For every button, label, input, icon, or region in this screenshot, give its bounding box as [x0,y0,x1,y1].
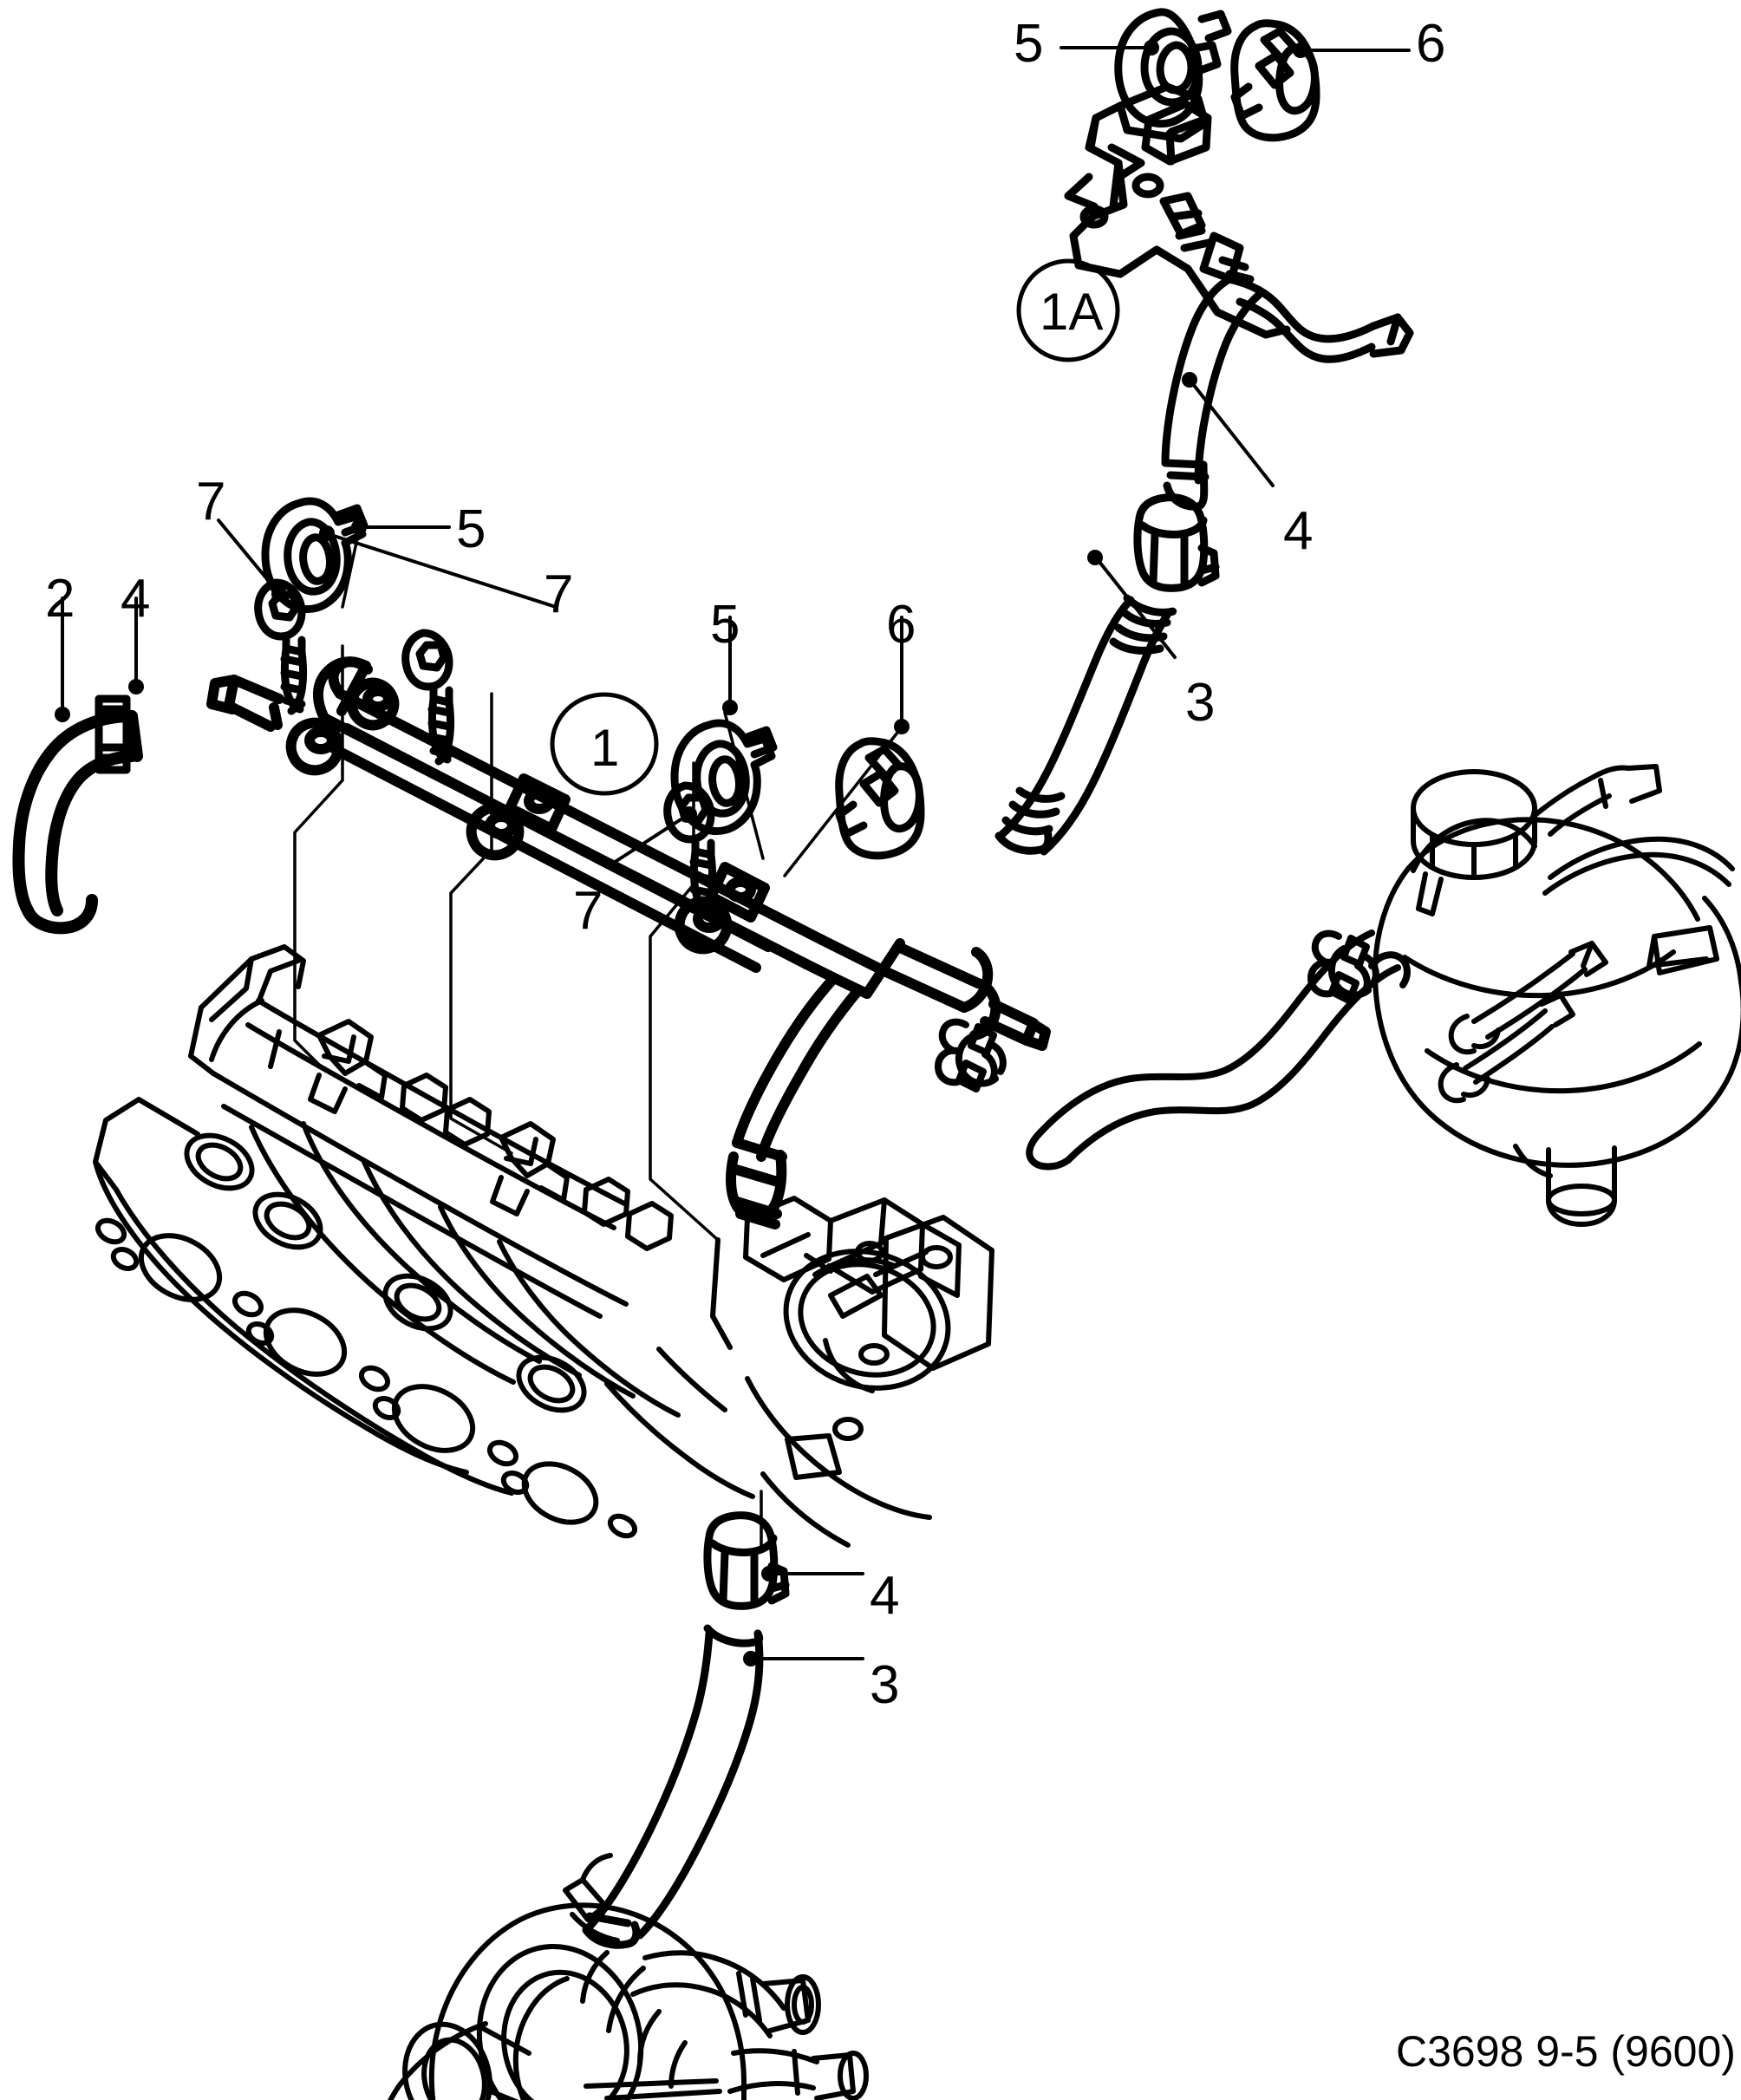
diagram-caption: C3698 9-5 (9600) [1396,2027,1736,2076]
callout-4-left: 4 [121,569,151,629]
callout-7-lower: 7 [573,881,603,941]
thermostat-housing [388,1853,869,2100]
callout-3-upper: 3 [1185,673,1216,733]
hose-clamp-round-center [670,719,778,836]
callout-5-center: 5 [710,595,740,655]
callout-5-top: 5 [1014,14,1044,74]
engine-cylinder-head [93,944,755,1539]
hose-clamp-round-left [261,497,368,614]
callout-6-center: 6 [886,595,916,655]
mounting-bolt-left [254,578,307,715]
hose-clamp-spring-center [835,737,925,860]
callout-7-left: 7 [196,472,226,532]
callout-2-left: 2 [45,569,75,629]
expansion-tank-hose [1026,929,1411,1171]
callout-4-upper: 4 [1283,501,1314,561]
callout-6-top: 6 [1416,14,1446,74]
callout-7-center: 7 [544,564,574,624]
callout-4-lower-text: 4 [870,1566,900,1626]
hose-connector-sleeve-left [95,695,131,774]
group-label-1a: 1A [1040,283,1104,341]
hose-connector-sleeve-lower [703,1511,790,1610]
hose-connector-sleeve-upper [1133,493,1220,592]
hose-clamp-spring-top [1230,19,1320,142]
group-label-1: 1 [590,719,620,777]
callout-3-lower: 3 [870,1655,900,1715]
expansion-tank [1373,764,1741,1227]
leader-lines [55,40,1411,1666]
coolant-pipe-assembly [206,656,1051,1229]
callout-5-left: 5 [456,499,486,559]
coolant-hose-lower [582,1624,764,1949]
coolant-pipe-with-bracket [1064,82,1414,511]
throttle-body-flange [743,1196,994,1548]
retaining-clip-center [935,1018,1007,1092]
formed-coolant-hose-left [12,710,143,935]
coolant-hose-upper [994,594,1177,856]
